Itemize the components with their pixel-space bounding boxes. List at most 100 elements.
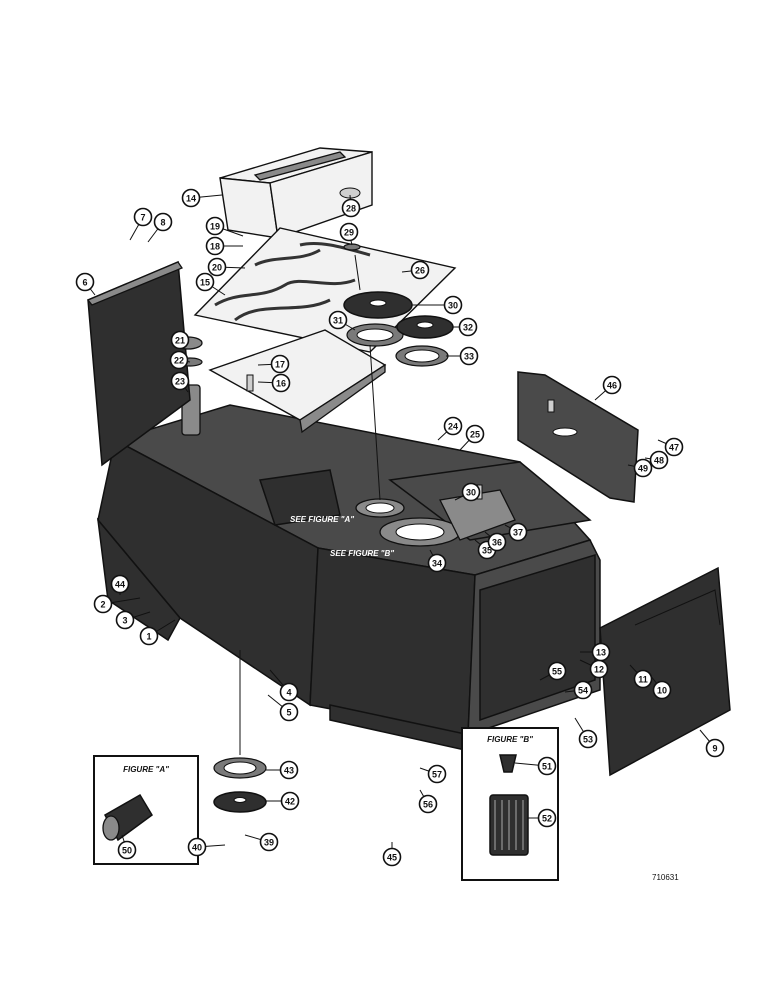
callout-circle: [427, 764, 447, 784]
callout-circle: [139, 626, 159, 646]
callout-37: 37: [504, 522, 528, 542]
callout-number: 51: [542, 762, 552, 772]
callout-number: 5: [286, 708, 291, 718]
callout-circle: [459, 346, 479, 366]
callout-circle: [633, 669, 653, 689]
drawing-reference-number: 710631: [652, 873, 679, 882]
callout-circle: [270, 354, 290, 374]
callout-number: 57: [432, 770, 442, 780]
callout-number: 7: [140, 213, 145, 223]
callout-40: 40: [187, 837, 226, 857]
callout-54: 54: [564, 680, 593, 700]
callout-circle: [187, 837, 207, 857]
callout-circle: [664, 437, 684, 457]
callout-number: 20: [212, 263, 222, 273]
callout-number: 54: [578, 686, 588, 696]
callout-39: 39: [244, 832, 279, 852]
callout-57: 57: [419, 764, 447, 784]
callout-8: 8: [147, 212, 173, 243]
callout-circle: [602, 375, 622, 395]
callout-48: 48: [644, 450, 669, 470]
callout-circle: [443, 416, 463, 436]
main-housing: SEE FIGURE "A" SEE FIGURE "B": [96, 384, 601, 751]
callout-circle: [133, 207, 153, 227]
callout-circle: [280, 791, 300, 811]
callout-circle: [279, 702, 299, 722]
figure-b-inset: FIGURE "B": [461, 727, 559, 881]
callout-circle: [537, 808, 557, 828]
callout-circle: [633, 458, 653, 478]
callout-circle: [110, 574, 130, 594]
callout-number: 39: [264, 838, 274, 848]
filter-head-b: [499, 754, 517, 773]
callout-number: 2: [100, 600, 105, 610]
callout-circle: [418, 794, 438, 814]
figure-b-title: FIGURE "B": [487, 735, 533, 744]
callout-number: 53: [583, 735, 593, 745]
callout-circle: [170, 330, 190, 350]
callout-circle: [169, 350, 189, 370]
callout-32: 32: [452, 317, 478, 337]
figure-a-inset: FIGURE "A": [93, 755, 199, 865]
callout-7: 7: [129, 207, 153, 241]
callout-17: 17: [257, 354, 290, 374]
callout-number: 13: [596, 648, 606, 658]
callout-33: 33: [446, 346, 479, 366]
callout-circle: [339, 222, 359, 242]
callout-number: 19: [210, 222, 220, 232]
callout-circle: [591, 642, 611, 662]
callout-number: 21: [175, 336, 185, 346]
callout-13: 13: [580, 642, 611, 662]
callout-24: 24: [437, 416, 463, 441]
callout-47: 47: [657, 437, 684, 457]
callout-34: 34: [427, 549, 447, 573]
callout-3: 3: [115, 610, 151, 630]
callout-14: 14: [181, 188, 223, 208]
callout-31: 31: [328, 310, 356, 331]
callout-52: 52: [528, 808, 557, 828]
rear-cover-plate: [517, 371, 639, 503]
callout-number: 46: [607, 381, 617, 391]
callout-circle: [427, 553, 447, 573]
callout-number: 45: [387, 853, 397, 863]
callout-number: 14: [186, 194, 196, 204]
callout-circle: [649, 450, 669, 470]
callout-12: 12: [579, 659, 609, 679]
callout-9: 9: [699, 729, 725, 758]
callout-number: 18: [210, 242, 220, 252]
callout-number: 47: [669, 443, 679, 453]
callout-number: 30: [448, 301, 458, 311]
callout-number: 40: [192, 843, 202, 853]
callout-circle: [410, 260, 430, 280]
callout-number: 44: [115, 580, 125, 590]
callout-circle: [328, 310, 348, 330]
callout-30: 30: [412, 295, 463, 315]
callout-number: 11: [638, 675, 648, 685]
callout-51: 51: [514, 756, 557, 776]
figure-a-title: FIGURE "A": [123, 765, 169, 774]
callout-43: 43: [266, 760, 299, 780]
callout-number: 15: [200, 278, 210, 288]
callout-circle: [207, 257, 227, 277]
callout-number: 25: [470, 430, 480, 440]
callout-circle: [458, 317, 478, 337]
callout-46: 46: [594, 375, 622, 401]
see-figure-a-label: SEE FIGURE "A": [290, 515, 354, 524]
callout-number: 33: [464, 352, 474, 362]
callout-circle: [75, 272, 95, 292]
callout-23: 23: [170, 371, 190, 393]
callout-number: 55: [552, 667, 562, 677]
callout-number: 48: [654, 456, 664, 466]
right-side-panel: [599, 566, 731, 777]
callout-number: 23: [175, 377, 185, 387]
callout-number: 17: [275, 360, 285, 370]
callout-number: 36: [492, 538, 502, 548]
callout-number: 28: [346, 204, 356, 214]
callout-45: 45: [382, 842, 402, 867]
callout-circle: [443, 295, 463, 315]
callout-circle: [279, 682, 299, 702]
callout-circle: [461, 482, 481, 502]
